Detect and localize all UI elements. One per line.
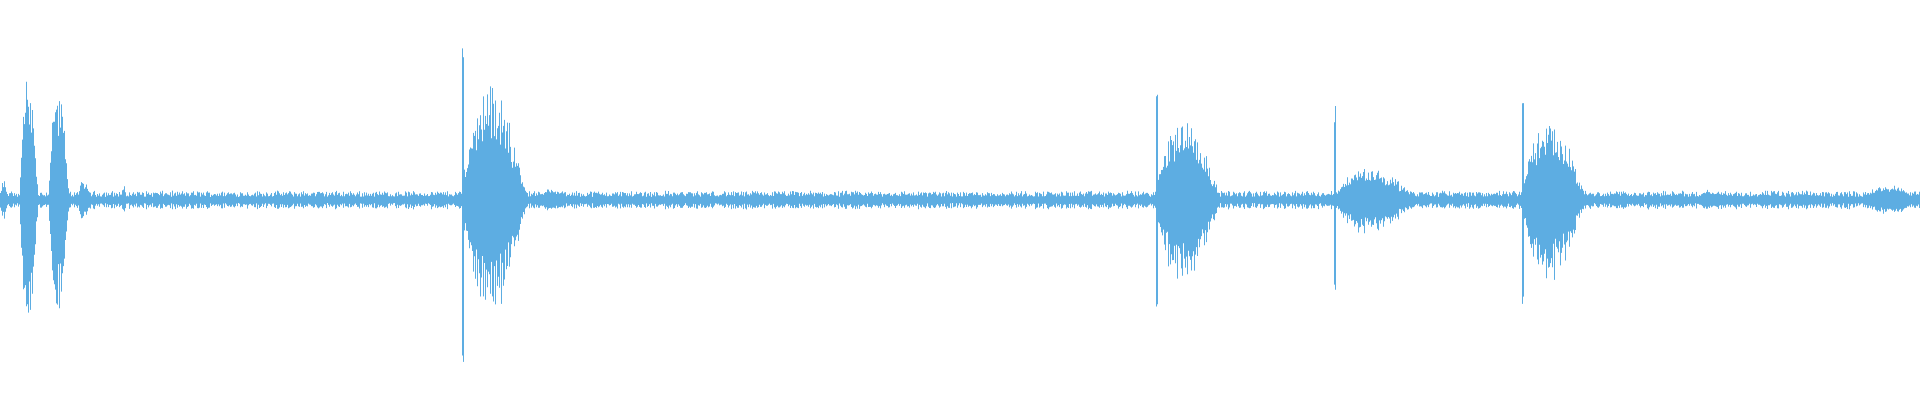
waveform-trace [0,48,1920,362]
